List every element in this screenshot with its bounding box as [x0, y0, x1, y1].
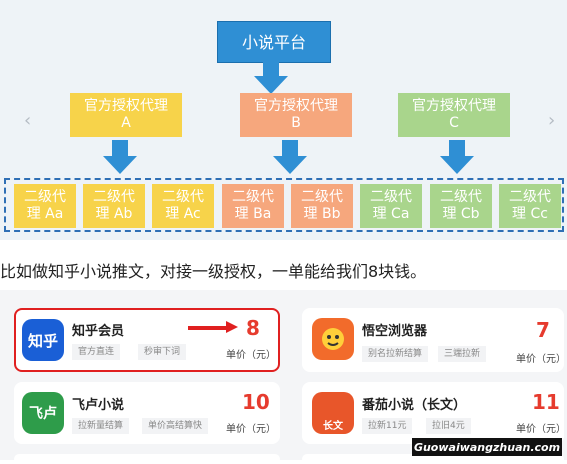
- subagent-label: 二级代: [24, 189, 66, 205]
- app-tag: 秒审下词: [138, 344, 187, 360]
- app-name: 知乎会员: [72, 324, 125, 339]
- price-unit: 单价（元）: [226, 424, 276, 435]
- app-tag: 官方直连: [72, 344, 121, 360]
- subagent-label: 理 Bb: [303, 206, 341, 222]
- subagent-node: 二级代理 Ab: [83, 184, 145, 228]
- app-price: 11: [532, 390, 560, 414]
- down-arrow-icon: [254, 60, 288, 94]
- app-name: 番茄小说（长文）: [362, 398, 467, 413]
- subagent-node: 二级代理 Cb: [430, 184, 492, 228]
- feilu-icon: 飞卢: [22, 392, 64, 434]
- app-price: 7: [536, 318, 550, 342]
- root-node: 小说平台: [217, 21, 331, 63]
- subagent-group: [4, 178, 564, 232]
- subagent-label: 二级代: [301, 189, 343, 205]
- fanqie-icon: 长文: [312, 392, 354, 434]
- agent-c-letter: C: [449, 115, 459, 131]
- down-arrow-icon: [440, 140, 474, 174]
- subagent-label: 二级代: [440, 189, 482, 205]
- app-card-partial: [14, 454, 280, 464]
- watermark: Guowaiwangzhuan.com: [412, 438, 562, 456]
- app-tag: 拉旧4元: [426, 418, 471, 434]
- down-arrow-icon: [103, 140, 137, 174]
- agent-a-letter: A: [121, 115, 131, 131]
- app-card-feilu[interactable]: 飞卢 飞卢小说 拉新量结算 单价高结算快 10 单价（元）: [14, 382, 280, 444]
- app-card-zhihu[interactable]: 知乎 知乎会员 官方直连 秒审下词 8 单价（元）: [14, 308, 280, 372]
- subagent-label: 二级代: [370, 189, 412, 205]
- app-name: 悟空浏览器: [362, 324, 428, 339]
- app-tag: 单价高结算快: [142, 418, 209, 434]
- app-price: 10: [242, 390, 270, 414]
- app-tag: 拉新量结算: [72, 418, 130, 434]
- hierarchy-diagram: 小说平台 官方授权代理 A 官方授权代理 B 官方授权代理 C ‹ › 二级代理…: [0, 0, 567, 240]
- app-tag: 别名拉新结算: [362, 346, 429, 362]
- app-name: 飞卢小说: [72, 398, 125, 413]
- zhihu-icon: 知乎: [22, 319, 64, 361]
- price-unit: 单价（元）: [516, 424, 566, 435]
- subagent-label: 理 Ca: [372, 206, 410, 222]
- subagent-node: 二级代理 Ca: [360, 184, 422, 228]
- down-arrow-icon: [273, 140, 307, 174]
- app-card-wukong[interactable]: 悟空浏览器 别名拉新结算 三端拉新 7 单价（元）: [302, 308, 566, 372]
- subagent-node: 二级代理 Ba: [222, 184, 284, 228]
- subagent-label: 二级代: [232, 189, 274, 205]
- agent-b-letter: B: [291, 115, 301, 131]
- subagent-node: 二级代理 Bb: [291, 184, 353, 228]
- app-tag: 三端拉新: [438, 346, 487, 362]
- agent-c-title: 官方授权代理: [412, 98, 496, 114]
- subagent-label: 理 Cb: [442, 206, 480, 222]
- subagent-node: 二级代理 Aa: [14, 184, 76, 228]
- subagent-label: 理 Ac: [165, 206, 201, 222]
- subagent-label: 理 Ab: [95, 206, 133, 222]
- subagent-label: 理 Ba: [234, 206, 272, 222]
- app-price: 8: [246, 316, 260, 340]
- subagent-label: 二级代: [162, 189, 204, 205]
- app-card-partial: [302, 454, 564, 464]
- subagent-node: 二级代理 Ac: [152, 184, 214, 228]
- red-arrow-head-icon: [226, 321, 238, 333]
- agent-node-b: 官方授权代理 B: [240, 93, 352, 137]
- agent-b-title: 官方授权代理: [254, 98, 338, 114]
- agent-node-a: 官方授权代理 A: [70, 93, 182, 137]
- app-card-grid: 知乎 知乎会员 官方直连 秒审下词 8 单价（元） 悟空浏览器 别名拉新结算 三…: [0, 290, 567, 464]
- subagent-node: 二级代理 Cc: [499, 184, 561, 228]
- price-unit: 单价（元）: [516, 354, 566, 365]
- app-tag: 拉新11元: [362, 418, 413, 434]
- subagent-label: 二级代: [509, 189, 551, 205]
- subagent-label: 理 Aa: [26, 206, 64, 222]
- agent-a-title: 官方授权代理: [84, 98, 168, 114]
- carousel-prev-icon[interactable]: ‹: [24, 110, 32, 131]
- subagent-label: 二级代: [93, 189, 135, 205]
- caption-text: 比如做知乎小说推文，对接一级授权，一单能给我们8块钱。: [0, 262, 427, 281]
- red-arrow-icon: [188, 326, 228, 330]
- app-card-fanqie[interactable]: 长文 番茄小说（长文） 拉新11元 拉旧4元 11 单价（元）: [302, 382, 566, 444]
- carousel-next-icon[interactable]: ›: [548, 110, 556, 131]
- agent-node-c: 官方授权代理 C: [398, 93, 510, 137]
- wukong-icon: [312, 318, 354, 360]
- subagent-label: 理 Cc: [512, 206, 548, 222]
- price-unit: 单价（元）: [226, 350, 276, 361]
